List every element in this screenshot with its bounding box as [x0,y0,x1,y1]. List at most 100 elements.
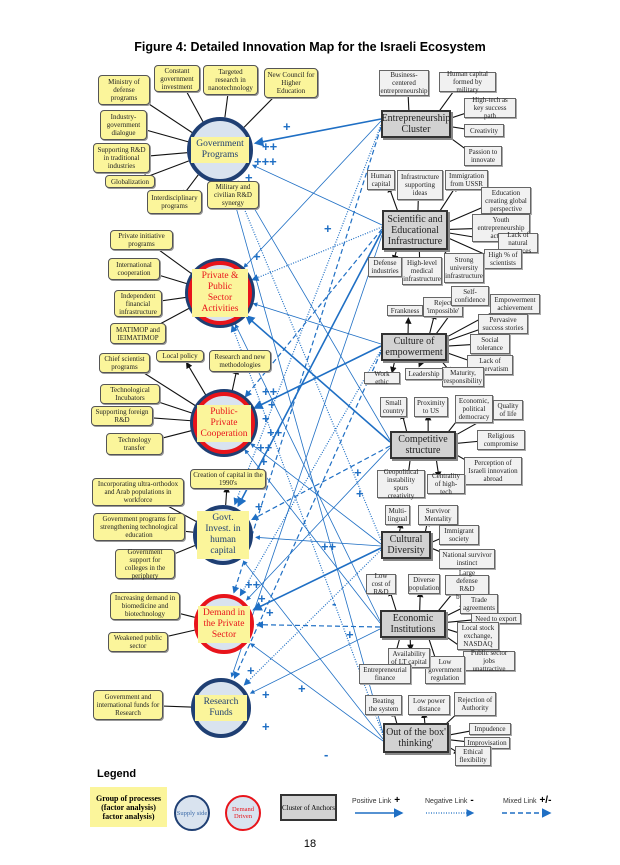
factor-box: Self-confidence [451,286,489,306]
factor-box: Human capital [367,170,395,190]
link-sign: + [262,687,270,702]
cross-link [244,449,381,624]
process-box: Constant government investment [154,65,200,92]
process-box: Technology transfer [106,433,163,455]
factor-box: Small country [380,397,407,417]
cross-link [237,180,391,441]
factor-box: Centrality of high-tech [427,472,465,496]
factor-box: Proximity to US [414,397,448,417]
link-sign: + [298,681,306,696]
link-sign: ++ [321,539,337,554]
hub-process-spoke [231,367,240,394]
hub-label: Private & Public Sector Activities [192,269,248,317]
process-box: MATIMOP and IEIMATIMOP [110,323,166,344]
hub-government-programs: Government Programs [187,117,253,183]
anchor-competitive-structure: Competitive structure [390,431,456,459]
anchor-factor-spoke [407,635,414,652]
hub-process-spoke [223,485,230,506]
factor-box: High-tech as key success path [464,96,516,120]
cross-link [232,126,382,594]
process-box: Interdisciplinary programs [147,190,202,214]
link-sign: + [247,663,255,678]
factor-box: Diverse population [408,574,440,594]
cross-link [246,447,391,601]
hub-research-funds: Research Funds [191,678,251,738]
factor-box: Passion to innovate [464,146,502,166]
factor-box: Impudence [469,723,511,735]
factor-box: Maturity, responsibility [442,367,484,387]
legend-negative-link: Negative Link- [425,795,474,806]
anchor-label: Competitive structure [398,434,448,456]
link-sign: ++ [257,440,273,455]
link-sign: + [262,411,270,426]
process-box: New Council for Higher Education [264,68,318,98]
cross-link [252,547,382,611]
factor-box: Immigration from USSR [445,170,488,190]
factor-box: Survivor Mentality [418,505,458,525]
hub-label: Demand in the Private Sector [198,605,250,643]
anchor-scientific-educational: Scientific and Educational Infrastructur… [382,210,448,250]
anchor-label: Culture of empowerment [385,336,443,358]
factor-box: Creativity [464,124,504,137]
anchor-entrepreneurship-cluster: Entrepreneurship Cluster [381,110,451,138]
link-sign: ++ [262,139,278,154]
link-sign: ++ [245,577,261,592]
factor-box: Work ethic [364,370,400,386]
cross-link [252,302,382,345]
process-box: Government programs for strengthening te… [93,513,185,541]
legend-positive-sign: + [394,795,401,806]
link-sign: + [258,591,266,606]
factor-box: Defense industries [368,257,402,277]
process-box: Supporting foreign R&D [91,406,153,426]
cross-link [242,560,384,740]
cross-link [253,345,382,409]
link-sign: + [253,249,261,264]
cross-link [255,621,381,629]
process-box: Supporting R&D in traditional industries [93,143,150,173]
anchor-culture-empowerment: Culture of empowerment [381,333,447,361]
cross-link [232,182,382,541]
factor-box: Infrastructure supporting ideas [397,170,443,200]
link-sign: + [245,170,253,185]
factor-box: Rejection of Authority [454,692,496,716]
link-sign: + [354,465,362,480]
hub-label: Govt. Invest. in human capital [197,511,249,559]
link-sign: + [346,627,354,642]
link-sign: + [356,486,364,501]
factor-box: Empowerment achievement [490,294,540,314]
link-sign: + [283,119,291,134]
link-sign: - [324,747,329,762]
link-sign: + [262,719,270,734]
process-box: Weakened public sector [108,632,168,652]
legend-supply-side: Supply side [174,795,210,831]
link-sign: ++ [262,384,278,399]
legend-cluster-of-anchors: Cluster of Anchors [280,794,337,821]
legend-mixed-label: Mixed Link [503,798,537,805]
legend-title: Legend [97,768,137,780]
factor-box: Leadership [405,368,443,380]
cross-link [230,324,384,736]
cross-link [249,643,384,742]
factor-box: High % of scientists [484,249,522,269]
factor-box: Business-centered entrepreneurship [379,70,429,96]
factor-box: Low cost of R&D [366,572,396,596]
link-sign: + [268,397,276,412]
cross-link [251,164,383,226]
hub-label: Government Programs [191,137,249,163]
process-box: Local policy [156,350,204,362]
factor-box: Frankness [387,305,423,316]
factor-box: Religious compromise [477,430,525,450]
legend-mixed-link: Mixed Link+/- [503,795,551,806]
page-number: 18 [303,838,317,850]
factor-box: Strong university infrastructure [444,253,484,283]
factor-box: Low government regulation [425,656,465,684]
hub-label: Public-Private Cooperation [197,404,251,442]
legend-negative-label: Negative Link [425,798,468,805]
legend-positive-label: Positive Link [352,798,392,805]
cross-link [253,118,382,147]
process-box: Creation of capital in the 1990's [190,469,266,489]
link-sign: ++ [267,425,283,440]
cross-link [233,124,382,506]
cross-link [239,349,382,597]
